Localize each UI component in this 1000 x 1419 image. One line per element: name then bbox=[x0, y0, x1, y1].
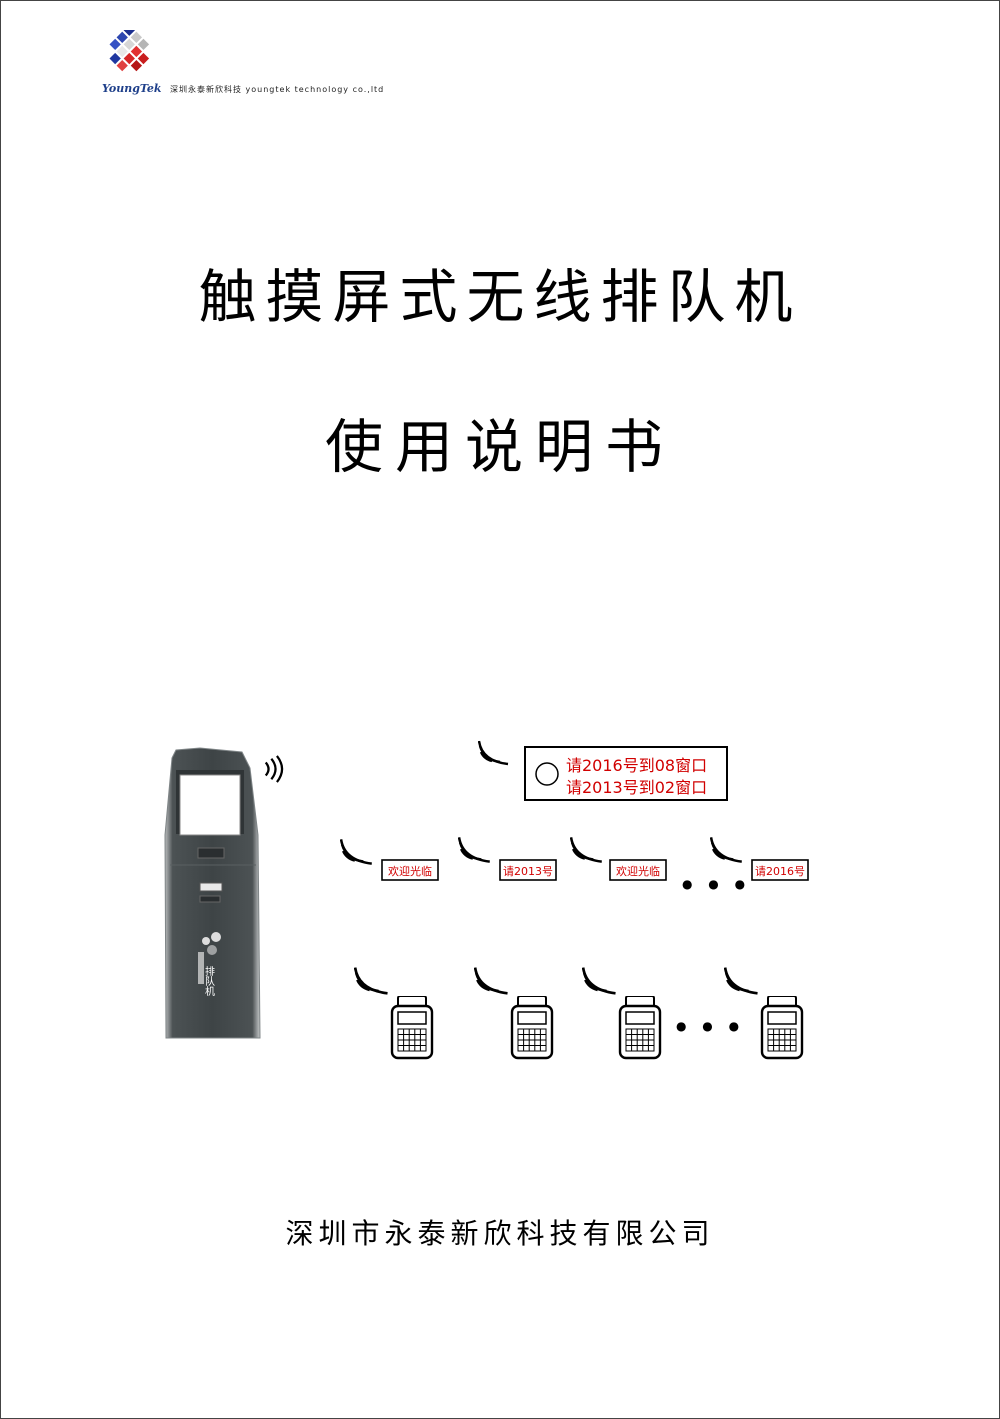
window-display-3-text: 欢迎光临 bbox=[616, 864, 660, 878]
window-signal-icon-2 bbox=[458, 836, 492, 863]
window-ellipsis: ● ● ● bbox=[682, 877, 751, 891]
brand-name: YoungTek bbox=[102, 82, 162, 95]
window-display-1: 欢迎光临 bbox=[381, 859, 439, 881]
window-signal-icon-1 bbox=[340, 838, 374, 865]
window-display-2-text: 请2013号 bbox=[503, 865, 553, 878]
main-display-board: 请2016号到08窗口 请2013号到02窗口 bbox=[524, 746, 728, 801]
window-display-4: 请2016号 bbox=[751, 859, 809, 881]
kiosk-machine: 排队机 bbox=[164, 747, 261, 1039]
pager-icon-2 bbox=[510, 996, 554, 1060]
pager-icon-3 bbox=[618, 996, 662, 1060]
document-subtitle: 使用说明书 bbox=[324, 413, 675, 481]
kiosk-screen bbox=[179, 774, 241, 836]
header-company-line: 深圳永泰新欣科技 youngtek technology co.,ltd bbox=[170, 85, 385, 94]
window-display-4-text: 请2016号 bbox=[755, 865, 805, 878]
ticket-slot bbox=[199, 882, 223, 892]
pager-signal-icon-2 bbox=[474, 966, 509, 995]
document-title: 触摸屏式无线排队机 bbox=[198, 263, 802, 331]
pager-ellipsis: ● ● ● bbox=[676, 1019, 745, 1033]
window-signal-icon-4 bbox=[710, 836, 744, 863]
display-line-1: 请2016号到08窗口 bbox=[566, 756, 707, 775]
window-display-2: 请2013号 bbox=[499, 859, 557, 881]
pager-signal-icon-4 bbox=[724, 966, 759, 995]
pager-signal-icon-1 bbox=[354, 966, 389, 995]
window-display-1-text: 欢迎光临 bbox=[388, 864, 432, 878]
pager-icon-4 bbox=[760, 996, 804, 1060]
display-line-2: 请2013号到02窗口 bbox=[566, 778, 707, 797]
window-display-3: 欢迎光临 bbox=[609, 859, 667, 881]
display-signal-icon bbox=[478, 740, 510, 766]
window-signal-icon-3 bbox=[570, 836, 604, 863]
kiosk-signal-icon bbox=[264, 755, 284, 783]
footer-company-name: 深圳市永泰新欣科技有限公司 bbox=[285, 1217, 715, 1250]
kiosk-label: 排队机 bbox=[203, 965, 215, 997]
youngtek-logo bbox=[109, 30, 150, 72]
pager-signal-icon-3 bbox=[582, 966, 617, 995]
pager-icon-1 bbox=[390, 996, 434, 1060]
